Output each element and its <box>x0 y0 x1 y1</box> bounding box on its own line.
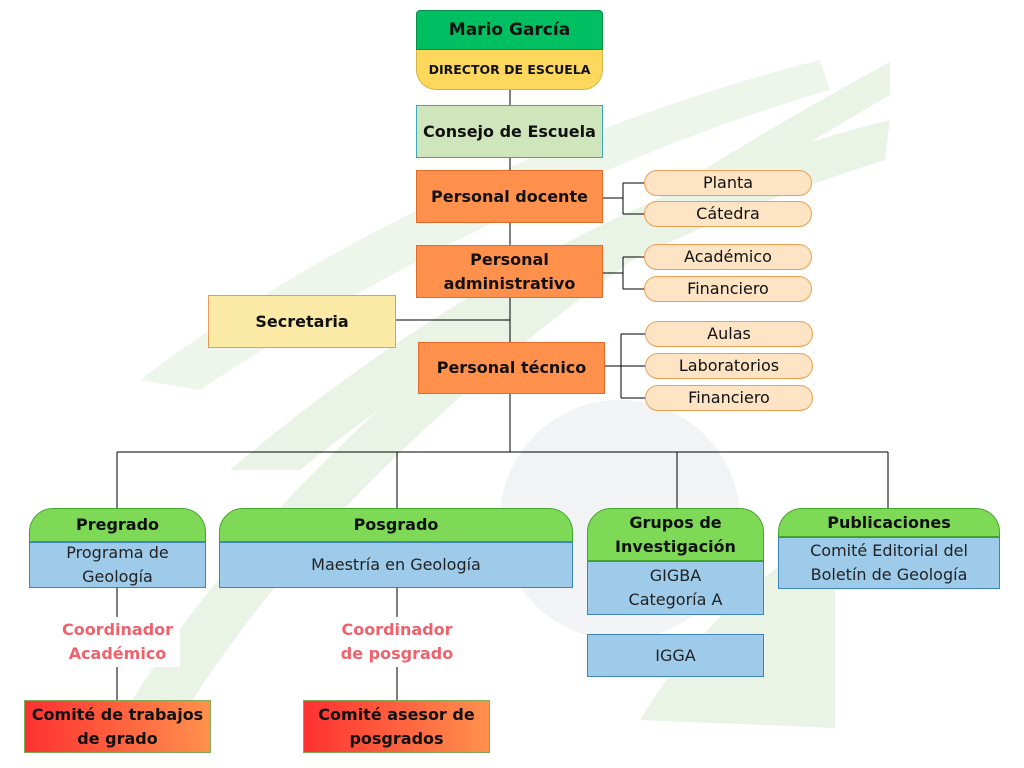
pregrado-header: Pregrado <box>29 508 206 542</box>
sub-laboratorios: Laboratorios <box>645 353 813 379</box>
pregrado-program: Programa de Geología <box>29 542 206 588</box>
personal-docente-box: Personal docente <box>416 170 603 223</box>
investigacion-igga: IGGA <box>587 634 764 677</box>
investigacion-header: Grupos de Investigación <box>587 508 764 561</box>
posgrado-header: Posgrado <box>219 508 573 542</box>
investigacion-gigba: GIGBA Categoría A <box>587 561 764 615</box>
pregrado-coordinator: Coordinador Académico <box>55 617 180 667</box>
publicaciones-header: Publicaciones <box>778 508 1000 537</box>
personal-tecnico-box: Personal técnico <box>418 342 605 394</box>
pregrado-committee: Comité de trabajos de grado <box>24 700 211 753</box>
director-name: Mario García <box>416 10 603 50</box>
posgrado-coordinator: Coordinador de posgrado <box>337 617 457 667</box>
sub-financiero-tecnico: Financiero <box>645 385 813 411</box>
publicaciones-comite: Comité Editorial del Boletín de Geología <box>778 537 1000 589</box>
posgrado-committee: Comité asesor de posgrados <box>303 700 490 753</box>
sub-catedra: Cátedra <box>644 201 812 227</box>
director-role: DIRECTOR DE ESCUELA <box>416 50 603 90</box>
personal-administrativo-box: Personal administrativo <box>416 245 603 298</box>
posgrado-program: Maestría en Geología <box>219 542 573 588</box>
sub-aulas: Aulas <box>645 321 813 347</box>
sub-financiero-admin: Financiero <box>644 276 812 302</box>
council-box: Consejo de Escuela <box>416 105 603 158</box>
sub-planta: Planta <box>644 170 812 196</box>
sub-academico: Académico <box>644 244 812 270</box>
secretaria-box: Secretaria <box>208 295 396 348</box>
